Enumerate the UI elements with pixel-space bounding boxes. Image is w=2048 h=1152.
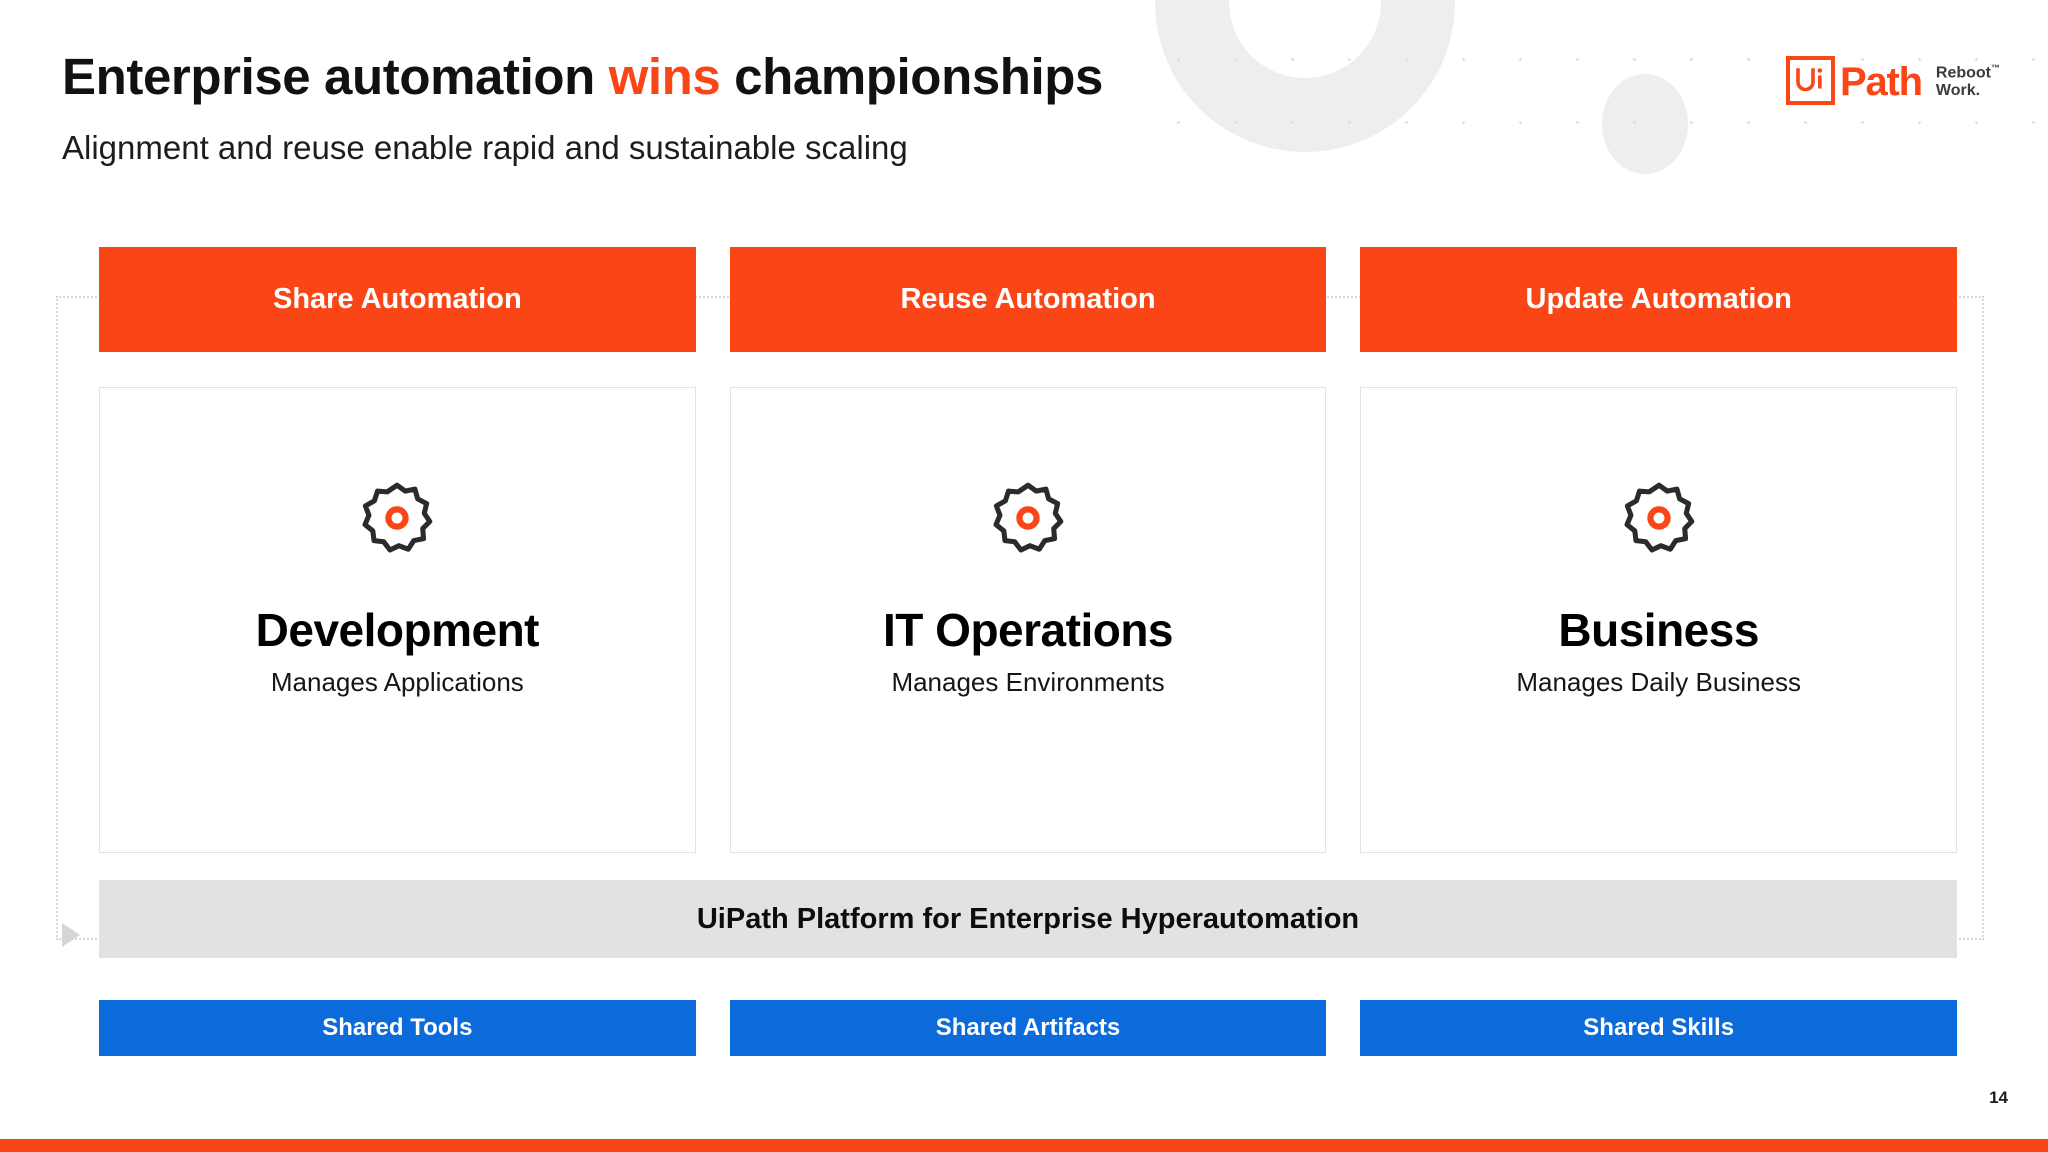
page-number: 14 xyxy=(1989,1088,2008,1107)
role-subtitle: Manages Environments xyxy=(891,667,1165,697)
uipath-logo-mark: Path xyxy=(1786,56,1923,105)
bottom-accent-stripe xyxy=(0,1139,2048,1152)
uipath-tagline: Reboot™ Work. xyxy=(1936,63,2000,100)
trademark-symbol: ™ xyxy=(1991,62,2000,73)
page-title-part2: championships xyxy=(720,48,1104,105)
role-title: Business xyxy=(1558,604,1759,656)
platform-bar[interactable]: UiPath Platform for Enterprise Hyperauto… xyxy=(99,880,1957,958)
uipath-logo: Path Reboot™ Work. xyxy=(1786,56,2000,105)
column-header-bar[interactable]: Reuse Automation xyxy=(729,247,1327,352)
decorative-circle-shape xyxy=(1602,74,1688,174)
columns-container: Share Automation Development Manages App… xyxy=(99,247,1958,853)
shared-bars-container: Shared Tools Shared Artifacts Shared Ski… xyxy=(99,1000,1958,1056)
slide-header: Enterprise automation wins championships… xyxy=(62,48,1362,167)
column-update-automation: Update Automation Business Manages Daily… xyxy=(1360,247,1958,853)
page-title: Enterprise automation wins championships xyxy=(62,48,1362,105)
role-title: IT Operations xyxy=(883,604,1173,656)
role-card[interactable]: Business Manages Daily Business xyxy=(1360,387,1958,853)
page-title-accent: wins xyxy=(608,48,721,105)
column-reuse-automation: Reuse Automation IT Operations Manages E… xyxy=(729,247,1327,853)
role-title: Development xyxy=(255,604,540,656)
role-card[interactable]: Development Manages Applications xyxy=(99,387,696,853)
shared-bar-skills[interactable]: Shared Skills xyxy=(1360,1000,1958,1056)
shared-bar-artifacts[interactable]: Shared Artifacts xyxy=(729,1000,1327,1056)
gear-icon xyxy=(993,482,1064,553)
role-subtitle: Manages Daily Business xyxy=(1516,667,1802,697)
page-subtitle: Alignment and reuse enable rapid and sus… xyxy=(62,129,908,167)
shared-bar-tools[interactable]: Shared Tools xyxy=(99,1000,696,1056)
role-card[interactable]: IT Operations Manages Environments xyxy=(729,387,1327,853)
column-header-bar[interactable]: Share Automation xyxy=(99,247,696,352)
tagline-line-1: Reboot xyxy=(1935,64,1991,82)
flow-arrow-icon xyxy=(62,923,80,947)
gear-icon xyxy=(362,482,433,553)
role-subtitle: Manages Applications xyxy=(270,667,524,697)
column-header-bar[interactable]: Update Automation xyxy=(1360,247,1958,352)
page-title-part1: Enterprise automation xyxy=(62,48,609,105)
ui-letters-icon xyxy=(1795,67,1822,91)
gear-icon xyxy=(1624,482,1694,553)
tagline-line-2: Work. xyxy=(1935,82,1981,100)
column-share-automation: Share Automation Development Manages App… xyxy=(99,247,696,853)
uipath-wordmark: Path xyxy=(1840,59,1923,104)
uipath-ui-glyph-box xyxy=(1786,56,1835,105)
